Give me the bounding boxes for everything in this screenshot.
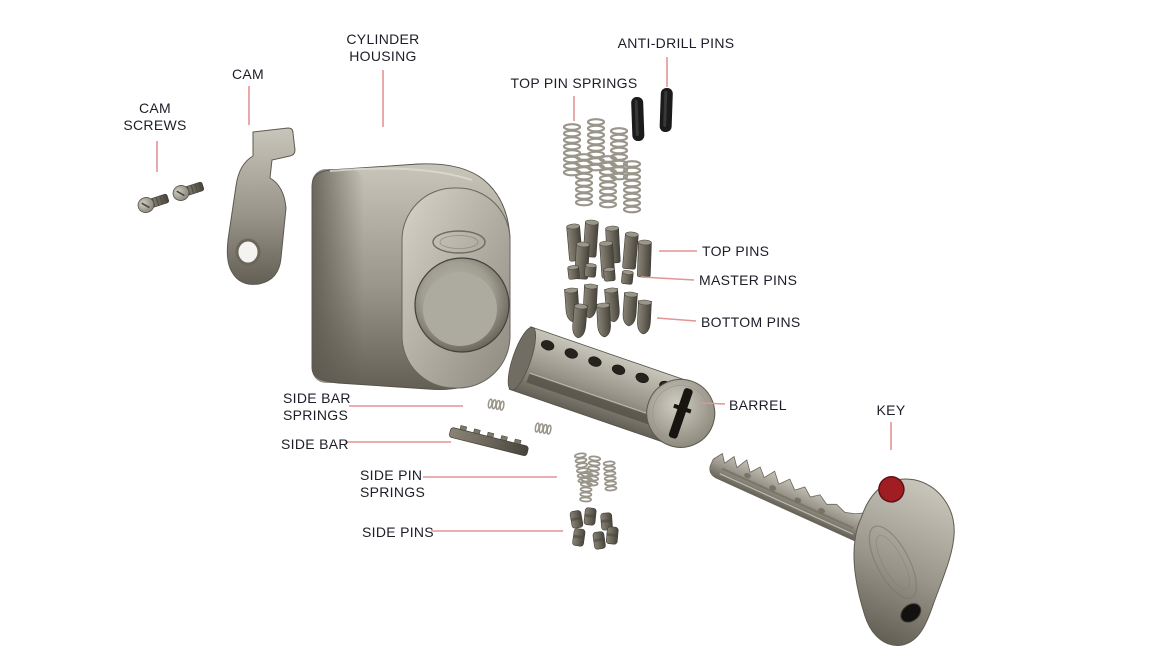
bottom-pins-group bbox=[564, 283, 652, 339]
label-cam: CAM bbox=[232, 66, 264, 83]
cam-screws-group bbox=[135, 177, 206, 216]
leader-barrel bbox=[701, 402, 726, 405]
cylinder-housing-part bbox=[311, 163, 511, 390]
key-part bbox=[709, 452, 955, 646]
top-pin-springs-group bbox=[562, 118, 642, 214]
label-line: BARREL bbox=[729, 397, 787, 413]
cam-part bbox=[226, 127, 296, 285]
key-red-dot bbox=[878, 476, 905, 503]
barrel-part bbox=[507, 326, 716, 448]
label-line: TOP PIN SPRINGS bbox=[510, 75, 638, 91]
label-line: MASTER PINS bbox=[699, 272, 798, 288]
leader-lines bbox=[156, 57, 892, 532]
side-bar-part bbox=[449, 425, 529, 456]
key-blade bbox=[709, 452, 867, 542]
label-line: SPRINGS bbox=[283, 407, 349, 423]
label-line: SIDE BAR bbox=[281, 436, 349, 452]
barrel-keyway bbox=[668, 388, 693, 439]
side-pins-group bbox=[569, 506, 619, 551]
label-line: SIDE PIN bbox=[360, 467, 423, 483]
label-line: CYLINDER bbox=[346, 31, 420, 47]
label-line: ANTI-DRILL PINS bbox=[617, 35, 735, 51]
housing-stamp bbox=[432, 230, 486, 254]
side-bar-springs-group bbox=[487, 398, 553, 436]
side-pin-springs-group bbox=[573, 451, 618, 503]
cam-hole bbox=[235, 238, 261, 266]
label-line: BOTTOM PINS bbox=[701, 314, 801, 330]
label-side-bar: SIDE BAR bbox=[281, 436, 349, 453]
label-top-pins: TOP PINS bbox=[702, 243, 769, 260]
label-line: TOP PINS bbox=[702, 243, 770, 259]
leader-master-pins bbox=[640, 276, 695, 281]
barrel-pin-holes bbox=[541, 340, 673, 392]
key-hole bbox=[900, 603, 922, 623]
label-line: KEY bbox=[876, 402, 906, 418]
label-line: SPRINGS bbox=[360, 484, 426, 500]
label-side-bar-springs: SIDE BAR SPRINGS bbox=[283, 390, 351, 424]
label-master-pins: MASTER PINS bbox=[699, 272, 797, 289]
label-line: HOUSING bbox=[349, 48, 417, 64]
label-line: CAM bbox=[231, 66, 265, 82]
label-line: SCREWS bbox=[123, 117, 187, 133]
label-line: SIDE PINS bbox=[362, 524, 434, 540]
label-anti-drill-pins: ANTI-DRILL PINS bbox=[618, 35, 735, 52]
barrel-sidebar-channel bbox=[526, 373, 655, 426]
label-barrel: BARREL bbox=[729, 397, 787, 414]
label-cam-screws: CAM SCREWS bbox=[123, 100, 186, 134]
label-top-pin-springs: TOP PIN SPRINGS bbox=[511, 75, 638, 92]
label-cylinder-housing: CYLINDER HOUSING bbox=[346, 31, 419, 65]
anti-drill-pins-group bbox=[631, 87, 673, 142]
label-line: CAM bbox=[138, 100, 171, 116]
label-side-pins: SIDE PINS bbox=[362, 524, 434, 541]
label-side-pin-springs: SIDE PIN SPRINGS bbox=[360, 467, 425, 501]
leader-bottom-pins bbox=[656, 317, 697, 322]
label-line: SIDE BAR bbox=[283, 390, 351, 406]
key-bow bbox=[853, 478, 955, 646]
label-bottom-pins: BOTTOM PINS bbox=[701, 314, 801, 331]
label-key: KEY bbox=[877, 402, 906, 419]
